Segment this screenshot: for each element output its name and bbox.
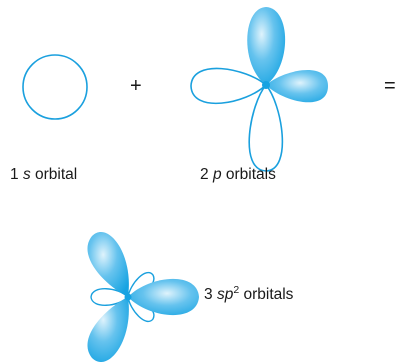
equals-sign: = <box>384 76 396 96</box>
s-orbital-letter: s <box>23 166 31 183</box>
p-lobe-left <box>191 68 266 103</box>
p-orbitals-letter: p <box>213 166 222 183</box>
s-orbital <box>23 55 87 119</box>
p-orbitals-word: orbitals <box>226 166 276 183</box>
sp2-orbitals-label: 3 sp2 orbitals <box>204 287 293 303</box>
sp2-lobe-upper-left <box>87 232 128 297</box>
sp2-orbitals-count: 3 <box>204 286 213 303</box>
p-orbitals <box>191 7 328 171</box>
p-lobe-bottom <box>249 85 282 171</box>
p-lobe-top <box>247 7 285 85</box>
sp2-orbitals <box>87 232 199 362</box>
s-orbital-label: 1 s orbital <box>10 167 77 183</box>
sp2-lobe-lower-left <box>87 297 128 362</box>
p-orbitals-count: 2 <box>200 166 209 183</box>
plus-sign: + <box>130 76 142 96</box>
s-orbital-count: 1 <box>10 166 19 183</box>
sp2-orbitals-letter: sp <box>217 286 233 303</box>
sp2-orbitals-exponent: 2 <box>233 284 239 296</box>
sp2-orbitals-word: orbitals <box>243 286 293 303</box>
p-orbitals-label: 2 p orbitals <box>200 167 276 183</box>
s-orbital-word: orbital <box>35 166 77 183</box>
